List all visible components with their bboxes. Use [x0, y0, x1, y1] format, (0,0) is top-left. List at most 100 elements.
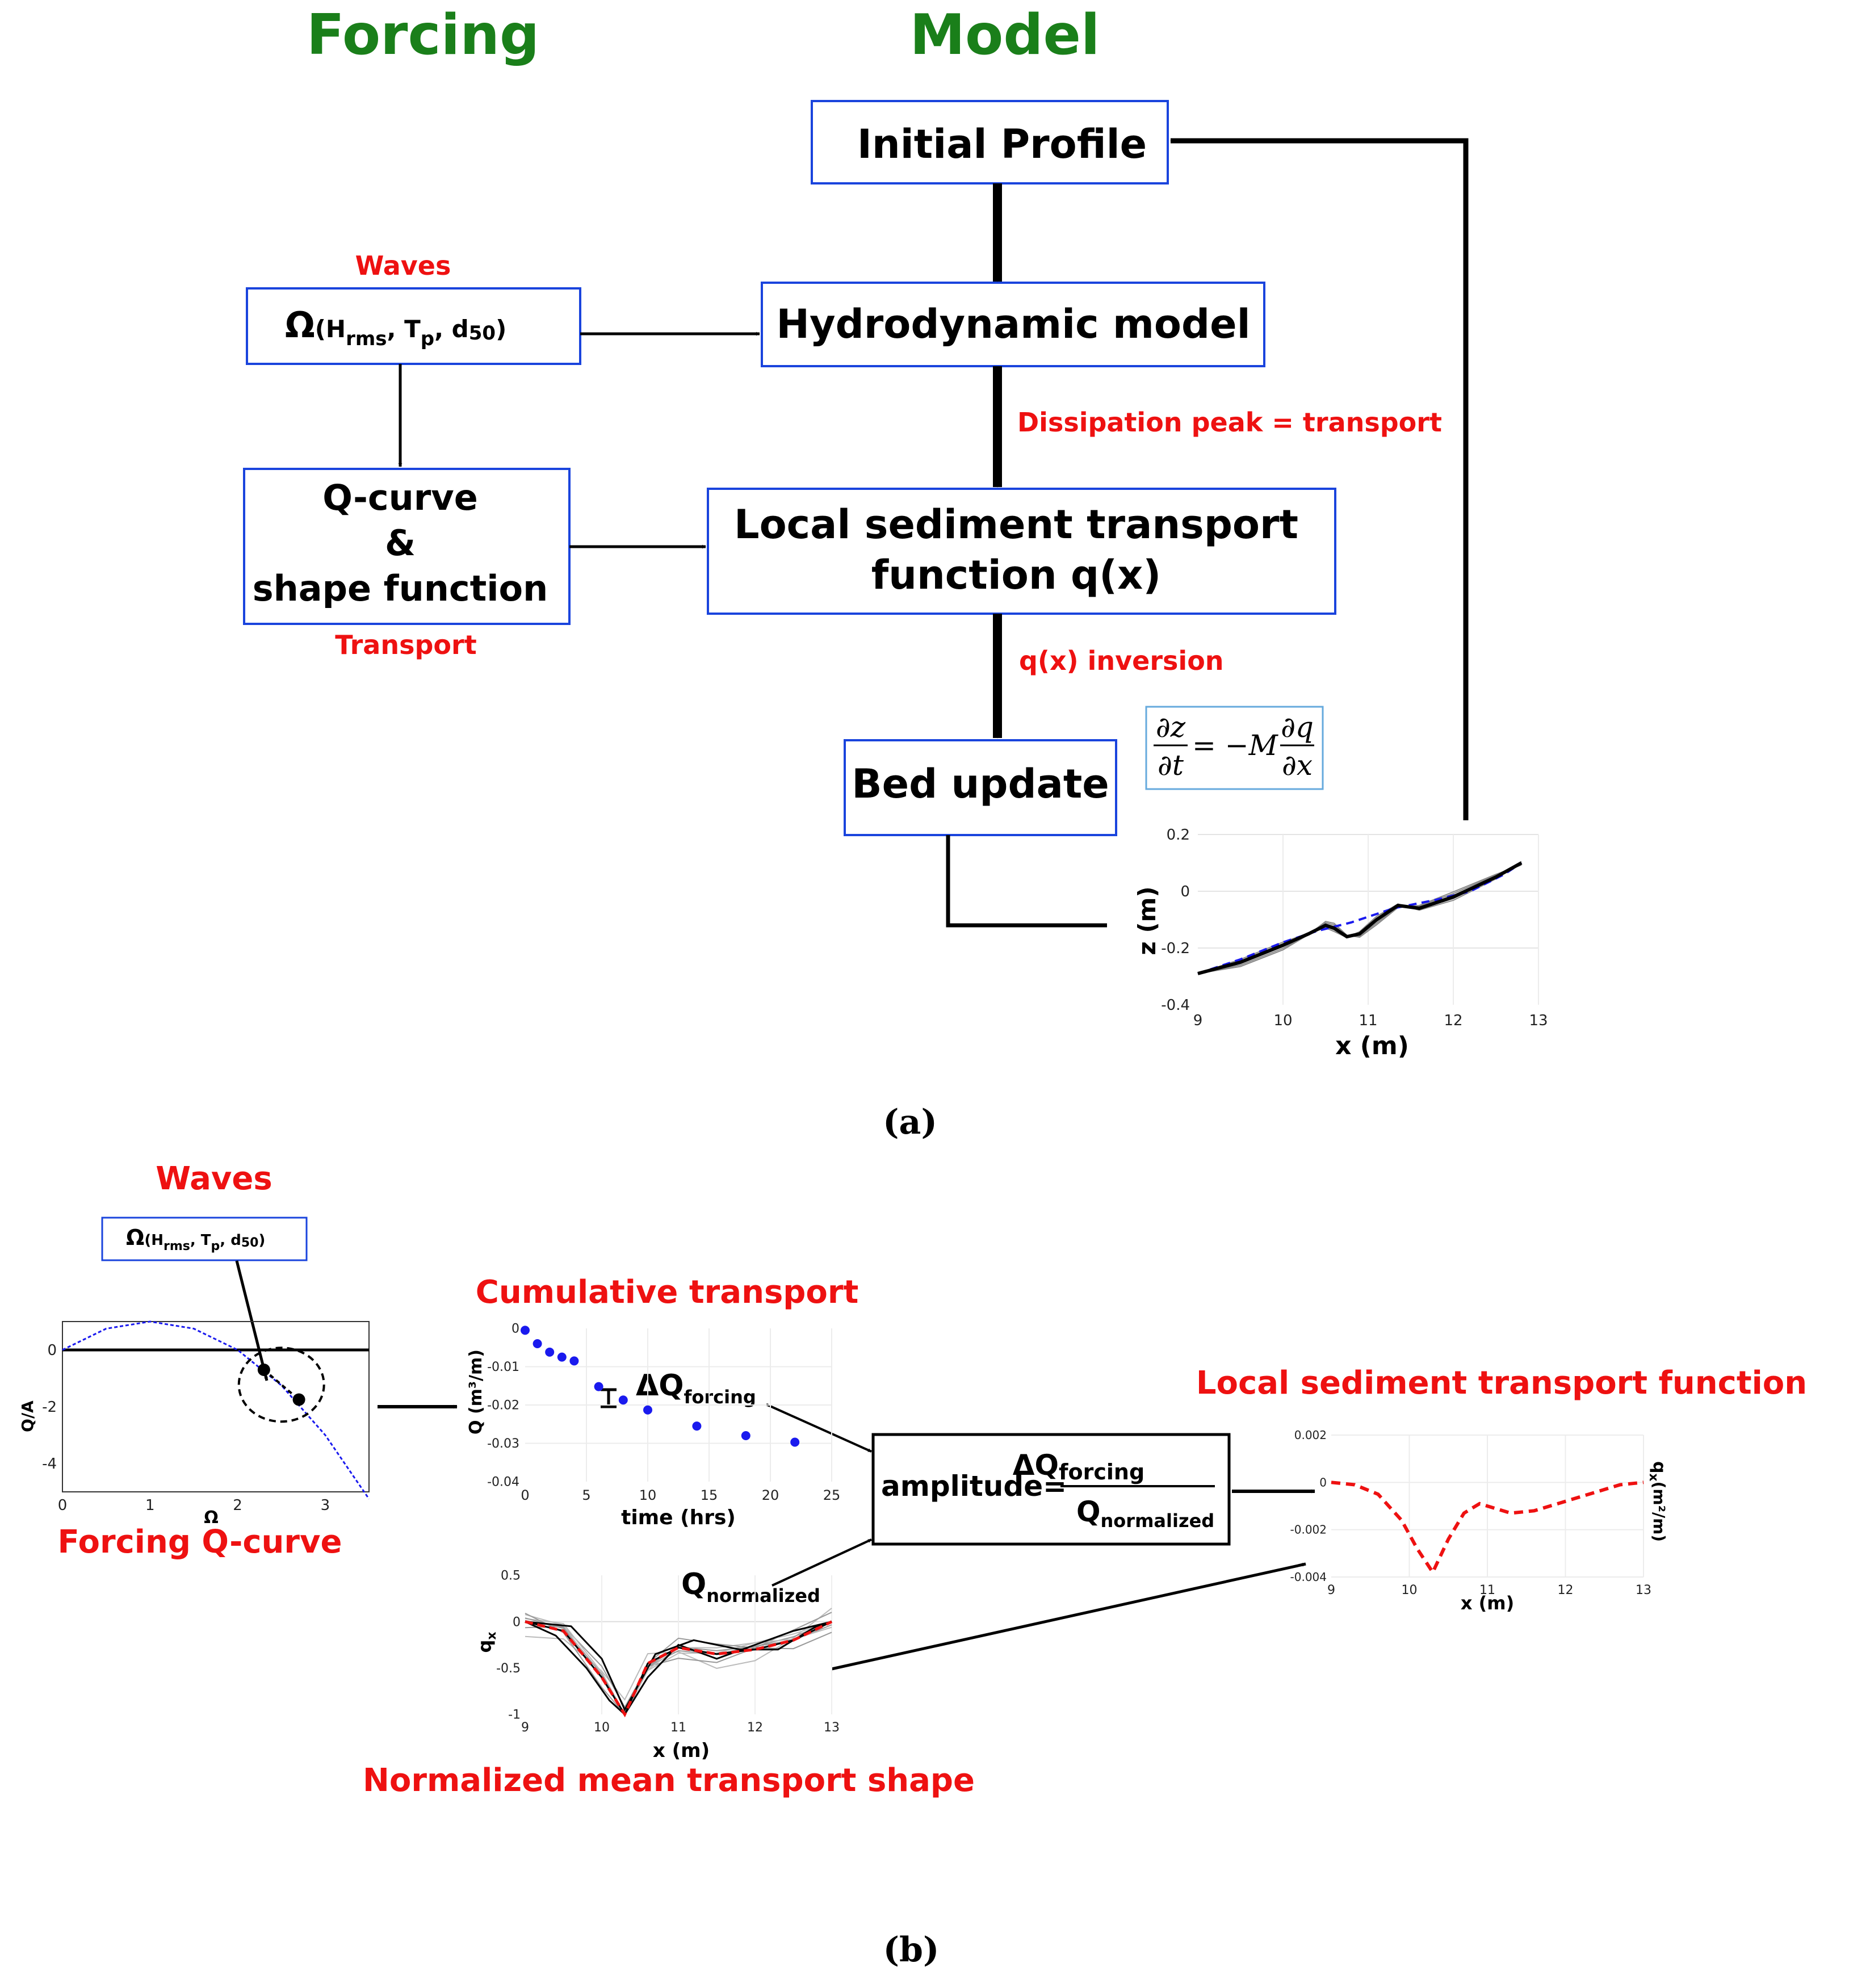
highlight-ellipse	[237, 1347, 325, 1423]
box-local-transport	[707, 488, 1336, 615]
qcurve-title: Forcing Q-curve	[58, 1524, 342, 1561]
y-tick-label: -0.04	[487, 1475, 519, 1490]
y-tick-label: -2	[42, 1399, 57, 1416]
mean-shape-line	[525, 1620, 833, 1718]
box-omega-a-label: Ω(Hrms, Tp, d50)	[285, 304, 506, 350]
box-qcurve-line2: &	[385, 522, 416, 564]
box-qcurve-line3: shape function	[253, 568, 548, 609]
equation-box	[1145, 706, 1324, 790]
shape-ylabel: qx	[474, 1631, 499, 1653]
panel-a: Forcing Model Initial Profile Hydrodynam…	[243, 3, 1469, 928]
y-tick-label: 0.2	[1167, 827, 1190, 844]
x-tick-label: 11	[1479, 1583, 1495, 1597]
box-local-line1: Local sediment transport	[734, 501, 1298, 548]
x-tick-label: 10	[639, 1487, 657, 1503]
label-dissipation: Dissipation peak = transport	[1017, 407, 1442, 438]
x-tick-label: 10	[594, 1721, 610, 1735]
caption-a: (a)	[883, 1102, 937, 1142]
x-tick-label: 10	[1273, 1012, 1292, 1029]
label-waves-b: Waves	[156, 1160, 272, 1197]
x-tick-label: 0	[58, 1497, 68, 1514]
box-qcurve-line1: Q-curve	[322, 477, 478, 518]
y-tick-label: -0.4	[1161, 997, 1190, 1014]
cumulative-title: Cumulative transport	[476, 1274, 858, 1311]
qcurve-xlabel: Ω	[204, 1508, 219, 1528]
local-transport-line	[1331, 1480, 1644, 1576]
cumulative-point	[618, 1395, 628, 1405]
qcurve-line	[62, 1320, 370, 1500]
y-tick-label: -0.02	[487, 1399, 519, 1413]
shape-title: Normalized mean transport shape	[363, 1762, 975, 1799]
box-local-line2: function q(x)	[871, 552, 1162, 598]
amplitude-numerator: ΔQforcing	[1013, 1449, 1144, 1484]
shape-line	[525, 1621, 832, 1716]
y-tick-label: -0.5	[496, 1662, 521, 1676]
equation: ∂z ∂t = −M ∂q ∂x	[1154, 711, 1314, 782]
forcing-arrow	[263, 1369, 300, 1401]
delta-q-forcing: ΔQforcing	[636, 1369, 756, 1408]
y-tick-label: 0.5	[501, 1569, 521, 1583]
x-tick-label: 15	[701, 1487, 718, 1503]
profile-xlabel: x (m)	[1335, 1031, 1409, 1060]
cumulative-point	[790, 1437, 800, 1447]
x-tick-label: 9	[521, 1721, 529, 1735]
x-tick-label: 12	[1444, 1012, 1462, 1029]
local-ylabel: qx(m²/m)	[1646, 1461, 1669, 1542]
box-qcurve	[243, 468, 571, 625]
x-tick-label: 13	[824, 1721, 840, 1735]
box-bed-label: Bed update	[852, 761, 1109, 807]
x-tick-label: 5	[582, 1487, 590, 1503]
x-tick-label: 25	[823, 1487, 841, 1503]
cumulative-point	[594, 1382, 603, 1391]
y-tick-label: -4	[42, 1456, 57, 1473]
box-hydrodynamic-model	[761, 282, 1265, 367]
label-waves-a: Waves	[355, 250, 451, 281]
cumulative-point	[692, 1421, 702, 1431]
box-omega-b	[101, 1217, 308, 1261]
x-tick-label: 12	[747, 1721, 763, 1735]
connectors-a	[398, 138, 1469, 928]
amplitude-denominator: Qnormalized	[1076, 1495, 1214, 1532]
cumulative-xlabel: time (hrs)	[621, 1506, 736, 1529]
y-tick-label: 0	[47, 1342, 57, 1359]
x-tick-label: 11	[1359, 1012, 1377, 1029]
plot-frame	[62, 1321, 370, 1492]
y-tick-label: -0.002	[1290, 1523, 1327, 1537]
connectors-b	[235, 1260, 1315, 1671]
y-tick-label: 0.002	[1294, 1428, 1327, 1442]
final-profile-line	[1197, 861, 1523, 975]
cumulative-point	[569, 1356, 579, 1366]
x-tick-label: 13	[1529, 1012, 1548, 1029]
amplitude-prefix: amplitude=	[881, 1470, 1067, 1503]
y-tick-label: -0.2	[1161, 940, 1190, 957]
y-tick-label: -0.01	[487, 1360, 519, 1374]
cumulative-point	[533, 1339, 542, 1348]
box-initial-profile	[811, 100, 1169, 184]
shape-xlabel: x (m)	[653, 1739, 710, 1762]
svg-text:∂t: ∂t	[1158, 749, 1184, 782]
x-tick-label: 20	[762, 1487, 779, 1503]
label-inversion: q(x) inversion	[1019, 645, 1224, 676]
label-transport: Transport	[335, 630, 476, 660]
x-tick-label: 0	[521, 1487, 529, 1503]
cumulative-point	[741, 1431, 750, 1440]
svg-text:= −M: = −M	[1192, 729, 1279, 762]
qcurve-ylabel: Q/A	[18, 1400, 37, 1432]
box-amplitude	[871, 1433, 1231, 1546]
x-tick-label: 9	[1193, 1012, 1203, 1029]
y-tick-label: 0	[513, 1615, 521, 1629]
y-tick-label: 0	[511, 1322, 519, 1336]
box-initial-profile-label: Initial Profile	[857, 121, 1147, 167]
forcing-point	[257, 1364, 270, 1376]
local-title: Local sediment transport function	[1196, 1365, 1807, 1402]
header-model: Model	[909, 3, 1100, 68]
x-tick-label: 2	[233, 1497, 242, 1514]
x-tick-label: 13	[1636, 1583, 1651, 1597]
box-omega-b-label: Ω(Hrms, Tp, d50)	[126, 1225, 265, 1253]
svg-text:∂z: ∂z	[1156, 711, 1186, 744]
